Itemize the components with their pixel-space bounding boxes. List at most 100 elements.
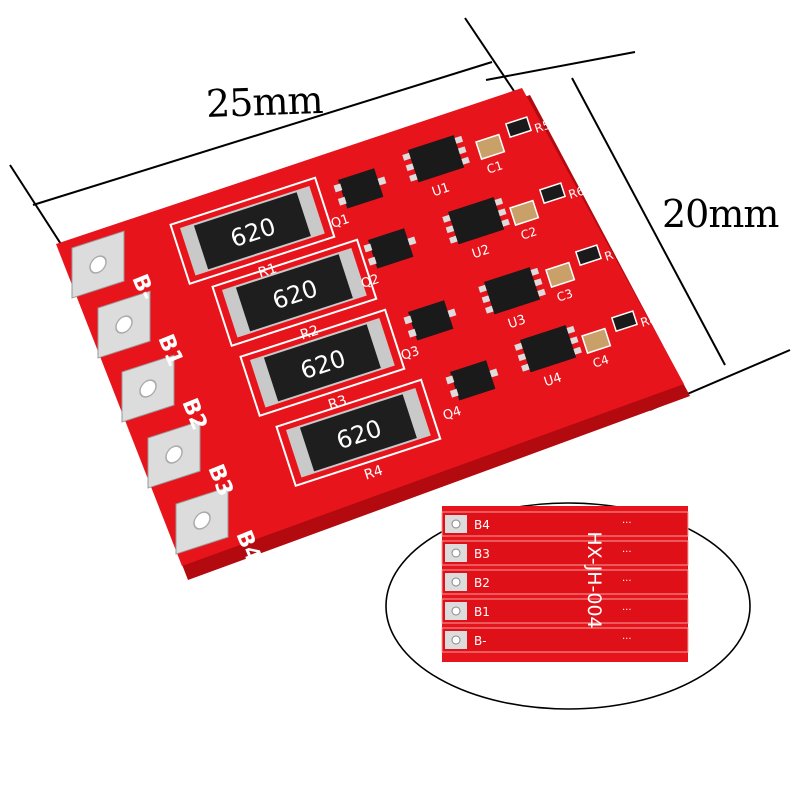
chip-pin — [457, 146, 467, 155]
back-pad-label: B3 — [474, 547, 490, 561]
chip-pin — [530, 267, 540, 276]
transistor-lead — [447, 308, 457, 318]
capacitor-label: C1 — [485, 158, 505, 176]
small-resistor — [504, 116, 533, 139]
pad-hole — [165, 445, 183, 464]
transistor-label: Q2 — [359, 272, 381, 292]
transistor-body — [450, 360, 496, 401]
chip-label: U2 — [470, 242, 492, 262]
small-resistor — [538, 182, 567, 205]
back-dots: ··· — [622, 518, 632, 529]
transistor-lead — [449, 388, 459, 398]
chip-pin — [497, 208, 507, 217]
pad — [71, 230, 125, 299]
back-pad-label: B- — [474, 634, 487, 648]
pad — [121, 354, 175, 423]
dim-extension-top — [485, 51, 636, 81]
chip: U2 — [442, 197, 510, 262]
transistor-lead — [407, 328, 417, 338]
transistor: Q2 — [359, 228, 417, 292]
chip: U3 — [478, 267, 546, 332]
chip-pin — [445, 225, 455, 234]
back-dots: ··· — [622, 547, 632, 558]
back-pad-hole — [451, 548, 461, 558]
transistor-lead — [377, 176, 387, 186]
back-view-inset: B4···B3···B2···B1···B-··· HX-JH-004 — [385, 502, 751, 710]
resistor-body — [299, 394, 417, 472]
back-pad-hole — [451, 606, 461, 616]
pad-group — [71, 230, 229, 555]
capacitor-label: C3 — [555, 286, 575, 304]
back-strip-group: B4···B3···B2···B1···B-··· — [441, 511, 689, 653]
pad-hole — [89, 255, 107, 274]
small-resistor — [610, 310, 639, 333]
chip-label: U4 — [542, 370, 564, 390]
chip-pin — [533, 278, 543, 287]
small-resistor — [574, 244, 603, 267]
small-resistor-label: R7 — [603, 246, 623, 264]
transistor-lead — [363, 243, 373, 253]
chip-pin — [461, 156, 470, 165]
resistor-outline — [169, 176, 336, 285]
back-pad-hole — [451, 519, 461, 529]
chip-pin — [481, 295, 491, 304]
back-pad-label: B1 — [474, 605, 490, 619]
chip-pin — [573, 346, 582, 355]
dim-line-width — [32, 61, 493, 206]
transistor-lead — [337, 196, 347, 206]
chip-pin — [566, 325, 576, 334]
capacitor — [475, 133, 506, 161]
back-pad-label: B4 — [474, 518, 490, 532]
back-pad-hole — [451, 577, 461, 587]
transistor-body — [408, 300, 454, 341]
resistor-outline — [275, 378, 442, 487]
chip-pin — [494, 197, 504, 206]
resistor-body — [263, 324, 381, 402]
dim-line-height — [571, 77, 726, 366]
capacitor — [545, 261, 576, 289]
back-dots: ··· — [622, 576, 632, 587]
back-strip — [441, 569, 689, 595]
chip-pin — [517, 353, 527, 362]
chip-label: U3 — [506, 312, 528, 332]
small-resistor-label: R8 — [639, 312, 659, 330]
chip-body — [520, 325, 577, 373]
height-dimension-label: 20mm — [662, 192, 779, 236]
back-dots: ··· — [622, 605, 632, 616]
dim-extension-right — [464, 17, 521, 101]
chip-body — [448, 197, 505, 245]
capacitor-label: C4 — [591, 352, 611, 370]
chip: U1 — [402, 135, 470, 200]
pad-hole — [139, 379, 157, 398]
back-dots: ··· — [622, 634, 632, 645]
back-strip — [441, 627, 689, 653]
chip-pin — [537, 288, 546, 297]
pad-hole — [193, 511, 211, 530]
pad — [175, 486, 229, 555]
transistor-lead — [403, 315, 413, 325]
chip-pin — [442, 214, 451, 223]
resistor-outline — [239, 308, 406, 417]
back-pad-hole — [451, 635, 461, 645]
transistor-body — [338, 168, 384, 209]
capacitor — [509, 199, 540, 227]
pad — [97, 290, 151, 359]
transistor-label: Q4 — [441, 404, 463, 424]
back-strip — [441, 511, 689, 537]
capacitor — [581, 327, 612, 355]
resistor-label: R4 — [362, 463, 385, 484]
transistor-lead — [333, 183, 343, 193]
dim-extension-left — [9, 164, 69, 256]
chip-pin — [405, 163, 415, 172]
resistor-outline — [211, 238, 378, 347]
